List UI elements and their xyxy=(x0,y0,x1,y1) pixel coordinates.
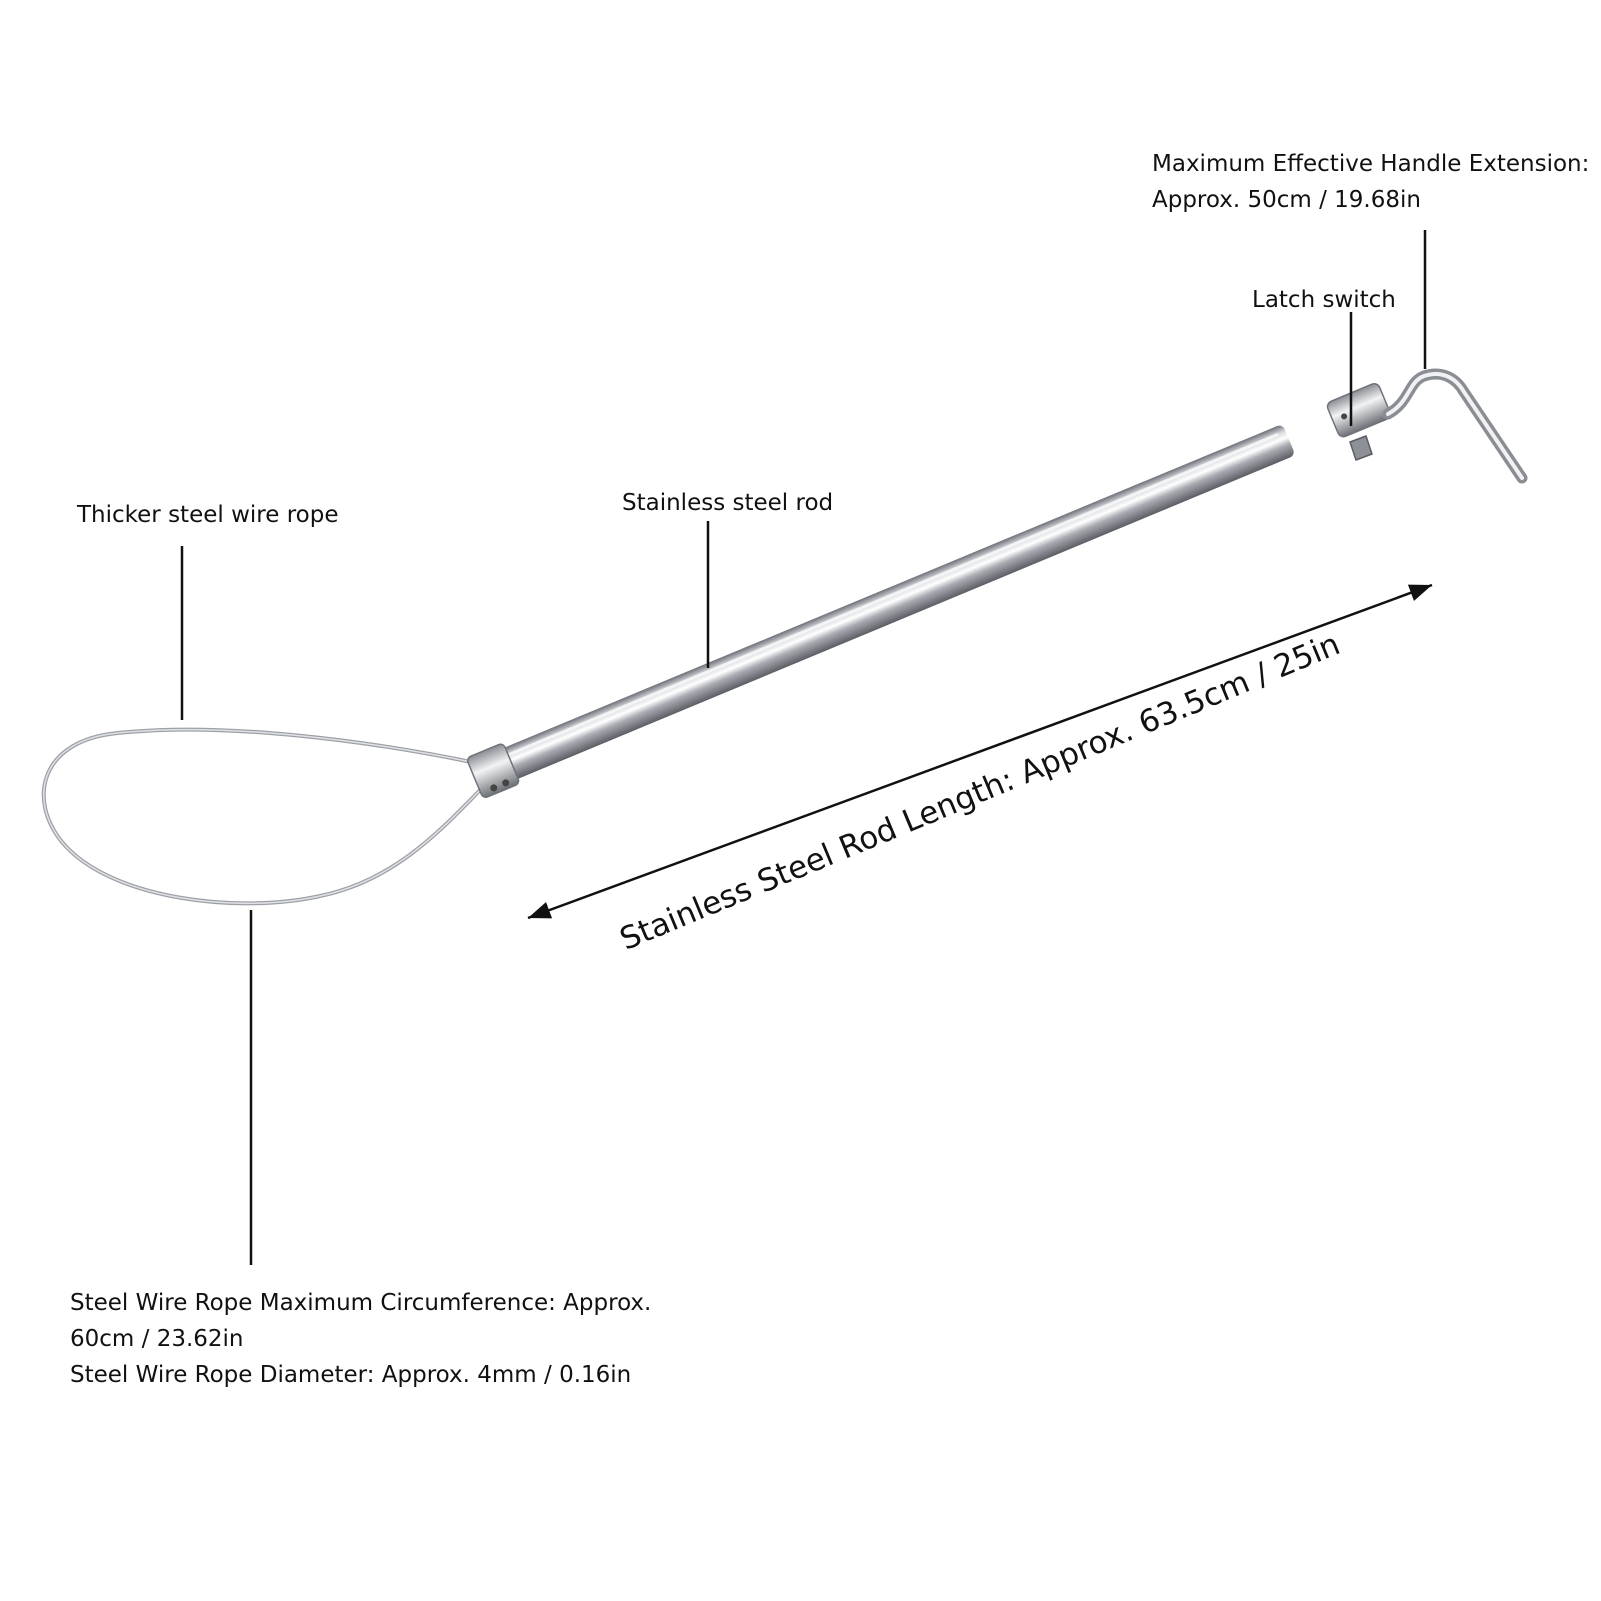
latch-switch xyxy=(1349,435,1373,461)
steel-rod-label: Stainless steel rod xyxy=(622,490,834,516)
front-clamp xyxy=(467,743,520,798)
specs-line3: Steel Wire Rope Diameter: Approx. 4mm / … xyxy=(70,1362,632,1388)
specs-line1: Steel Wire Rope Maximum Circumference: A… xyxy=(70,1290,652,1316)
steel-wire-loop xyxy=(41,727,492,906)
latch-switch-label: Latch switch xyxy=(1252,287,1396,313)
handle-extension-line1: Maximum Effective Handle Extension: xyxy=(1152,151,1590,177)
hook-handle xyxy=(1382,368,1528,484)
wire-rope-specs-label: Steel Wire Rope Maximum Circumference: A… xyxy=(70,1285,651,1393)
stainless-steel-rod xyxy=(490,425,1294,784)
handle-extension-label: Maximum Effective Handle Extension: Appr… xyxy=(1152,146,1589,218)
rear-collar xyxy=(1326,383,1391,438)
specs-line2: 60cm / 23.62in xyxy=(70,1326,244,1352)
dimension-arrow xyxy=(527,583,1433,920)
wire-rope-label: Thicker steel wire rope xyxy=(77,502,339,528)
handle-extension-line2: Approx. 50cm / 19.68in xyxy=(1152,187,1421,213)
